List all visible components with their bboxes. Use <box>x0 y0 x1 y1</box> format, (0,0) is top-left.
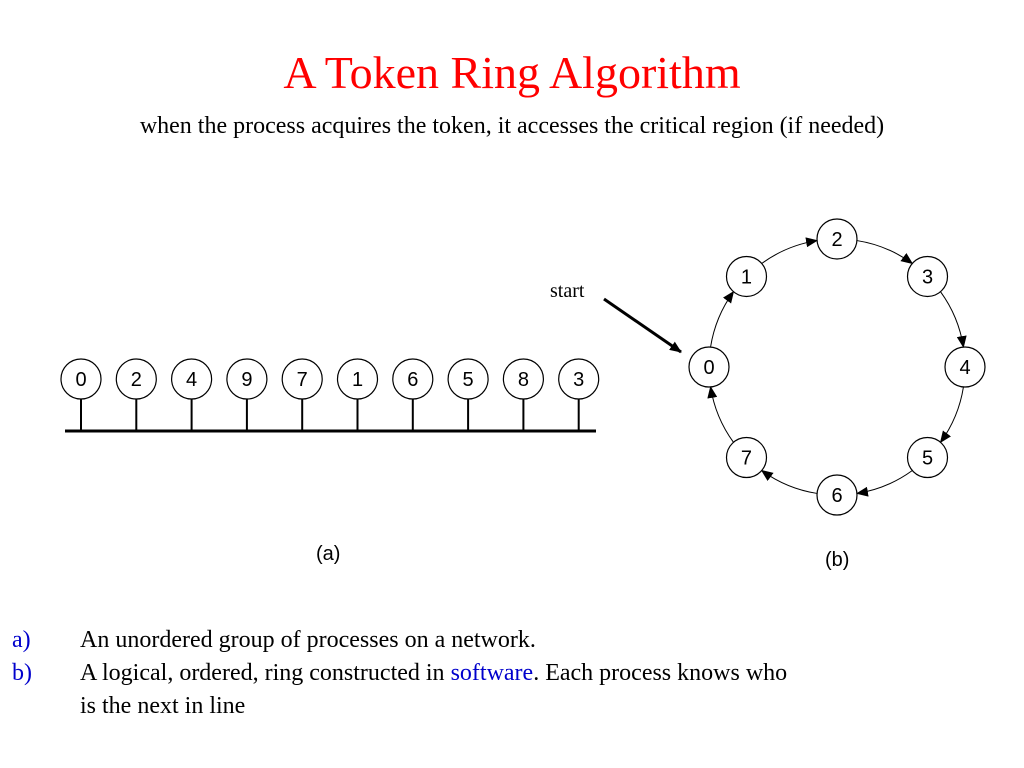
ring-node-circle <box>816 474 858 516</box>
caption-b: (b) <box>825 549 850 571</box>
ring-node: 6 <box>816 474 858 516</box>
ring-node: 7 <box>725 436 768 479</box>
ring-arrow <box>761 237 819 264</box>
bus-node-label: 9 <box>241 369 252 391</box>
bullet-marker-b: b) <box>12 660 32 686</box>
bus-node: 2 <box>115 358 157 400</box>
ring-node-circle <box>944 346 986 388</box>
bus-node: 6 <box>392 358 434 400</box>
bus-node: 1 <box>336 358 379 400</box>
bus-node-label: 8 <box>518 369 529 391</box>
bullet-text-b: A logical, ordered, ring constructed in … <box>80 660 788 686</box>
start-arrow <box>603 297 682 354</box>
start-label: start <box>550 280 585 302</box>
ring-node: 3 <box>906 255 949 298</box>
ring-node-circle <box>816 218 858 260</box>
bus-node-circle <box>392 358 434 400</box>
ring-node-circle <box>725 255 768 298</box>
ring-node-circle <box>906 436 949 479</box>
caption-a: (a) <box>316 543 341 565</box>
ring-node-label: 1 <box>741 266 752 288</box>
bus-node-circle <box>336 358 379 400</box>
bus-node: 3 <box>558 358 600 400</box>
ring-node: 2 <box>816 218 858 260</box>
ring-node-label: 2 <box>831 229 842 251</box>
bullet-continuation-b: is the next in line <box>80 693 246 719</box>
bullet-list: a) An unordered group of processes on a … <box>12 624 1012 723</box>
ring-arrow <box>760 469 818 494</box>
bus-node: 8 <box>502 358 545 400</box>
ring-arrow <box>856 240 914 265</box>
slide-title: A Token Ring Algorithm <box>283 47 741 98</box>
ring-arrow <box>707 385 734 443</box>
logical-ring: 0 1 2 3 4 5 6 7 <box>688 218 986 516</box>
ring-node: 5 <box>906 436 949 479</box>
bullet-item-b: b) A logical, ordered, ring constructed … <box>12 657 1012 690</box>
ring-node-circle <box>688 346 730 388</box>
bullet-item-a: a) An unordered group of processes on a … <box>12 624 1012 657</box>
ring-arrow <box>939 386 964 444</box>
software-highlight: software <box>450 660 534 686</box>
bus-node-circle <box>171 358 213 400</box>
bus-node: 4 <box>171 358 213 400</box>
bus-node-label: 6 <box>407 369 418 391</box>
bus-node-label: 4 <box>186 369 197 391</box>
bus-node-label: 1 <box>352 369 363 391</box>
ring-node-circle <box>725 436 768 479</box>
ring-arrow <box>855 470 913 497</box>
bus-node: 7 <box>281 358 323 400</box>
bus-node-circle <box>226 358 268 400</box>
ring-node-label: 7 <box>741 448 752 470</box>
bus-node-circle <box>558 358 600 400</box>
bus-node-label: 0 <box>75 369 86 391</box>
bus-node-circle <box>115 358 157 400</box>
ring-node-label: 6 <box>831 485 842 507</box>
bus-network: 0 2 4 9 7 1 6 5 8 3 <box>60 358 600 433</box>
bus-node-label: 3 <box>573 369 584 391</box>
ring-node: 1 <box>725 255 768 298</box>
ring-node-label: 3 <box>922 266 933 288</box>
slide-subtitle: when the process acquires the token, it … <box>139 113 885 139</box>
bus-node: 5 <box>447 358 489 400</box>
bus-node-label: 2 <box>131 369 142 391</box>
bus-node-circle <box>281 358 323 400</box>
bus-node-circle <box>447 358 489 400</box>
ring-arrow <box>710 290 735 348</box>
bus-node: 0 <box>60 358 102 400</box>
ring-node: 0 <box>688 346 730 388</box>
ring-node-label: 5 <box>922 448 933 470</box>
ring-node-circle <box>906 255 949 298</box>
bus-node-circle <box>60 358 102 400</box>
bus-node: 9 <box>226 358 268 400</box>
ring-arrow <box>940 291 967 349</box>
bullet-text-a: An unordered group of processes on a net… <box>80 627 536 653</box>
ring-node-label: 0 <box>703 357 714 379</box>
bus-node-label: 7 <box>297 369 308 391</box>
ring-node: 4 <box>944 346 986 388</box>
ring-node-label: 4 <box>959 357 970 379</box>
bullet-marker-a: a) <box>12 627 31 653</box>
bus-node-circle <box>502 358 545 400</box>
bus-node-label: 5 <box>463 369 474 391</box>
